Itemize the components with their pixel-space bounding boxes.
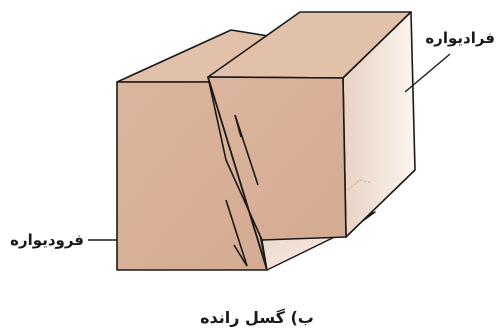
footwall-label: فرودیواره <box>10 231 84 249</box>
figure-caption: ب) گسل رانده <box>200 308 314 327</box>
hanging-wall-label: فرادیواره <box>425 29 495 47</box>
